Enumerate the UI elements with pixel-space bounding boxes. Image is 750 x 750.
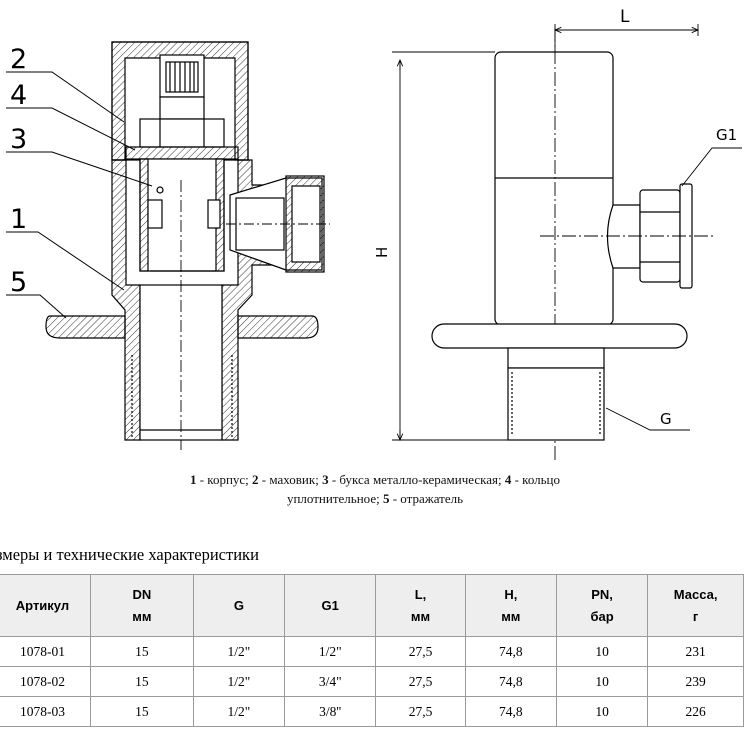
column-header: G <box>192 574 286 637</box>
table-cell: 1/2" <box>284 636 377 667</box>
table-cell: 1/2" <box>192 666 286 697</box>
table-cell: 1078-01 <box>0 636 91 667</box>
table-cell: 226 <box>647 696 744 727</box>
spec-table-header: Артикул DN мм G G1 L, мм H, мм PN, бар Масса, г <box>0 574 744 637</box>
legend-text-1: - корпус; <box>196 472 253 487</box>
dimension-labels: L H G1 G <box>373 7 737 428</box>
legend-num-4: 4 <box>504 472 512 487</box>
legend-text-2: - маховик; <box>258 472 323 487</box>
table-cell: 27,5 <box>375 696 466 727</box>
callout-2: 2 <box>10 44 27 75</box>
column-header: DN мм <box>89 574 194 637</box>
column-header-text: G <box>233 597 244 613</box>
table-cell: 27,5 <box>375 666 466 697</box>
dim-L: L <box>620 7 630 27</box>
table-cell: 239 <box>647 666 744 697</box>
column-header: L, мм <box>375 574 466 637</box>
column-header-text: мм <box>132 608 152 624</box>
table-cell: 1/2" <box>192 636 286 667</box>
column-header: G1 <box>284 574 377 637</box>
column-header-text: г <box>692 608 699 624</box>
table-cell: 3/8'' <box>284 696 377 727</box>
legend-num-3: 3 <box>322 472 329 487</box>
column-header: Артикул <box>0 574 91 637</box>
column-header-text: DN <box>132 586 152 602</box>
legend-line-2: уплотнительное; 5 - отражатель <box>0 491 750 507</box>
column-header: H, мм <box>464 574 557 637</box>
table-cell: 231 <box>647 636 744 667</box>
legend-line-1: 1 - корпус; 2 - маховик; 3 - букса метал… <box>0 472 750 488</box>
legend-text-4: - кольцо <box>511 472 561 487</box>
column-header-text: L, <box>414 586 427 602</box>
legend-text-5: - отражатель <box>389 491 464 506</box>
callout-5: 5 <box>10 267 27 298</box>
dim-G: G <box>660 410 672 428</box>
column-header: PN, бар <box>555 574 649 637</box>
table-cell: 74,8 <box>464 696 557 727</box>
column-header-text: Масса, <box>673 586 718 602</box>
table-cell: 1/2" <box>192 696 286 727</box>
legend-text-4b: уплотнительное; <box>286 491 383 506</box>
table-cell: 10 <box>555 696 649 727</box>
legend-num-1: 1 <box>189 472 197 487</box>
section-view <box>6 41 330 450</box>
sealing-ring <box>125 146 239 160</box>
reflector <box>45 315 126 339</box>
table-cell: 10 <box>555 666 649 697</box>
dimension-lines <box>392 24 742 440</box>
table-cell: 15 <box>89 696 194 727</box>
column-header-text: мм <box>410 608 431 624</box>
callout-4: 4 <box>10 80 27 111</box>
column-header-text: G1 <box>321 597 339 613</box>
valve-technical-drawing: 2 4 3 1 5 <box>6 7 742 460</box>
legend-text-3: - букса металло-керамическая; <box>328 472 505 487</box>
column-header-text: Артикул <box>15 597 70 613</box>
dim-H: H <box>373 247 391 258</box>
callout-3: 3 <box>10 124 27 155</box>
table-cell: 3/4" <box>284 666 377 697</box>
external-view <box>431 28 715 460</box>
reflector-plate <box>431 323 688 349</box>
table-cell: 74,8 <box>464 666 557 697</box>
header-row: Артикул DN мм G G1 L, мм H, мм PN, бар Масса, г <box>0 574 744 637</box>
table-cell: 1078-02 <box>0 666 91 697</box>
spec-table: Артикул DN мм G G1 L, мм H, мм PN, бар Масса, г 1078… <box>0 574 744 727</box>
body-outline <box>494 51 614 326</box>
callout-1: 1 <box>10 204 27 235</box>
legend-num-2: 2 <box>252 472 259 487</box>
table-cell: 1078-03 <box>0 696 91 727</box>
column-header-text: H, <box>504 586 518 602</box>
table-cell: 15 <box>89 666 194 697</box>
table-cell: 27,5 <box>375 636 466 667</box>
inlet-thread <box>507 347 605 369</box>
valve-body <box>111 159 141 441</box>
column-header: Масса, г <box>647 574 744 637</box>
table-cell: 15 <box>89 636 194 667</box>
table-cell: 74,8 <box>464 636 557 667</box>
section-title: змеры и технические характеристики <box>0 545 259 564</box>
cartridge-nut <box>139 118 225 148</box>
table-cell: 10 <box>555 636 649 667</box>
column-header-text: бар <box>590 608 614 624</box>
callout-labels: 2 4 3 1 5 <box>10 44 27 298</box>
column-header-text: PN, <box>591 586 613 602</box>
legend-num-5: 5 <box>382 491 390 506</box>
column-header-text: мм <box>501 608 521 624</box>
dim-G1: G1 <box>716 126 737 144</box>
